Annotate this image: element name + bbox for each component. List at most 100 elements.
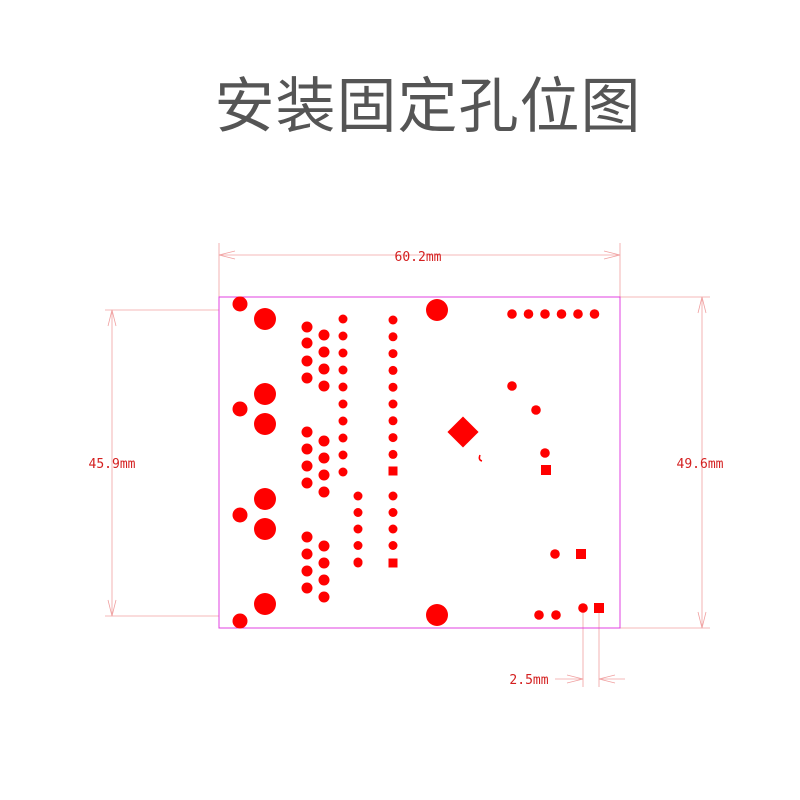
pin-pad: [301, 565, 313, 577]
mounting-hole: [426, 604, 448, 626]
connector-pad: [589, 309, 600, 319]
dim-arrow-pitch-right: [598, 674, 616, 684]
connector-pad: [540, 309, 550, 319]
header-square-pad: [388, 558, 398, 568]
power-square-pad: [594, 603, 604, 613]
header-pad: [388, 315, 398, 325]
header-pad: [353, 524, 363, 534]
header-pad: [388, 541, 398, 550]
mounting-hole: [254, 308, 276, 330]
pin-pad: [318, 363, 330, 375]
dim-arrow-right: [603, 250, 621, 260]
mounting-hole: [254, 518, 276, 540]
pin-pad: [318, 346, 330, 358]
connector-pad: [556, 309, 567, 319]
power-pad: [550, 549, 560, 559]
dim-label-height-right: 49.6mm: [677, 457, 724, 472]
power-square-pad: [576, 549, 586, 559]
pin-pad: [301, 477, 313, 489]
header-pad: [338, 399, 348, 409]
header-pad: [388, 433, 398, 443]
header-pad: [338, 348, 348, 358]
pin-pad: [301, 443, 313, 455]
pin-pad: [318, 329, 330, 341]
dim-arrow-pitch-left: [566, 674, 584, 684]
board-outline: [218, 296, 621, 629]
dim-label-height-left: 45.9mm: [89, 457, 136, 472]
header-pad: [388, 508, 398, 517]
page-title: 安装固定孔位图: [214, 72, 642, 142]
dim-label-width: 60.2mm: [395, 250, 442, 265]
header-pad: [388, 332, 398, 342]
power-pad: [534, 610, 544, 620]
pin-pad: [318, 380, 330, 392]
mounting-hole: [254, 383, 276, 405]
header-pad: [353, 541, 363, 550]
header-pad: [388, 365, 398, 375]
pin-pad: [301, 460, 313, 472]
header-pad: [388, 416, 398, 426]
header-pad: [388, 349, 398, 359]
header-pad: [338, 450, 348, 460]
dim-arrow-right-bottom: [697, 611, 707, 629]
connector-pad: [523, 309, 534, 319]
header-pad: [338, 314, 348, 324]
mounting-hole: [254, 413, 276, 435]
pin-pad: [318, 557, 330, 569]
header-pad: [338, 331, 348, 341]
pin-pad: [318, 574, 330, 586]
mounting-hole: [254, 593, 276, 615]
mounting-hole: [426, 299, 448, 321]
header-pad: [388, 524, 398, 534]
pin-pad: [301, 426, 313, 438]
led-pad: [507, 381, 517, 391]
led-square-pad: [541, 465, 551, 475]
header-pad: [388, 382, 398, 392]
chip-pin1-mark: [478, 454, 483, 462]
chip-pad: [447, 416, 479, 448]
header-pad: [353, 508, 363, 517]
header-pad: [388, 491, 398, 501]
dimension-lines: [105, 243, 710, 687]
dim-arrow-left-bottom: [107, 599, 117, 617]
header-square-pad: [388, 466, 398, 476]
pin-pad: [301, 548, 313, 560]
mounting-hole: [254, 488, 276, 510]
pin-pad: [301, 337, 313, 349]
pin-pad: [318, 591, 330, 603]
header-pad: [338, 416, 348, 426]
header-pad: [338, 365, 348, 375]
pin-pad: [318, 486, 330, 498]
led-pad: [540, 448, 550, 458]
pin-pad: [301, 321, 313, 333]
shield-pad: [232, 507, 248, 523]
header-pad: [353, 491, 363, 501]
pin-header-layer: [338, 309, 604, 620]
shield-pad: [232, 401, 248, 417]
pin-pad: [318, 469, 330, 481]
shield-pad: [232, 613, 248, 629]
pin-pad: [301, 355, 313, 367]
connector-pad: [507, 309, 517, 319]
led-pad: [531, 405, 541, 415]
pin-pad: [301, 582, 313, 594]
power-pad: [551, 610, 561, 620]
pad-layer: [232, 296, 448, 629]
pin-pad: [318, 452, 330, 464]
header-pad: [338, 467, 348, 477]
connector-pad: [573, 309, 583, 319]
header-pad: [338, 433, 348, 443]
power-pad: [578, 603, 588, 613]
shield-pad: [232, 296, 248, 312]
dim-label-pitch: 2.5mm: [509, 673, 548, 688]
pin-pad: [318, 435, 330, 447]
dim-arrow-right-top: [697, 296, 707, 314]
header-pad: [353, 558, 363, 568]
dim-arrow-left: [218, 250, 236, 260]
header-pad: [388, 449, 398, 459]
pin-pad: [318, 540, 330, 552]
pin-pad: [301, 372, 313, 384]
pin-pad: [301, 531, 313, 543]
header-pad: [338, 382, 348, 392]
